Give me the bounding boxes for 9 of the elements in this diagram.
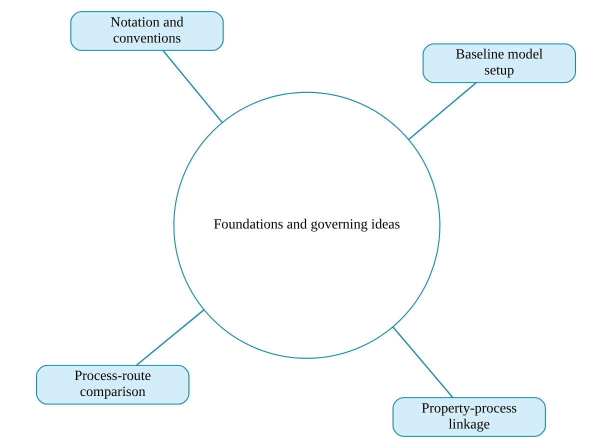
node-box: Baseline model setup [422, 43, 576, 84]
connector [392, 326, 453, 398]
connector [408, 82, 476, 140]
node-circle: Foundations and governing ideas [172, 92, 440, 359]
node-box: Property-process linkage [392, 397, 546, 437]
node-box: Process-route comparison [36, 364, 189, 405]
node-box: Notation and conventions [70, 11, 224, 51]
connector [136, 309, 204, 366]
connector [162, 50, 222, 123]
